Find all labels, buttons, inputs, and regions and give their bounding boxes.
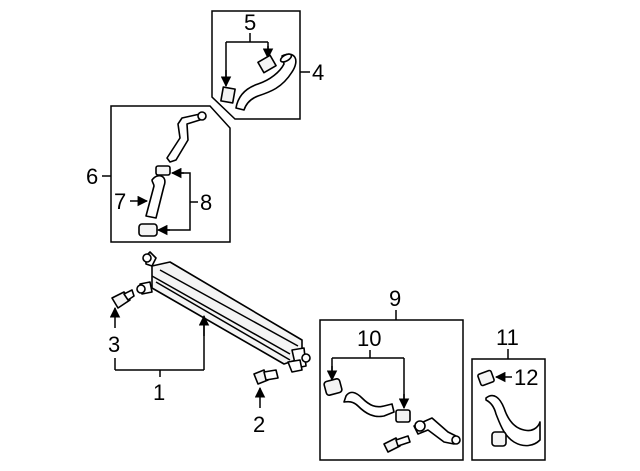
group-box-9 — [319, 319, 464, 461]
bolt-3: 3 — [108, 289, 135, 357]
bolt-2: 2 — [253, 369, 279, 437]
callout-2: 2 — [253, 412, 265, 437]
hose-11 — [485, 394, 541, 447]
group-hose-9: 9 10 — [319, 286, 464, 461]
clamp-8-bottom — [138, 223, 158, 237]
callout-4: 4 — [312, 60, 324, 85]
callout-9: 9 — [389, 286, 401, 311]
hose-4 — [235, 53, 297, 111]
leader-5 — [225, 33, 269, 80]
oil-cooler: 1 — [114, 251, 311, 405]
callout-5: 5 — [244, 10, 256, 35]
group-hose-11: 11 12 — [471, 325, 546, 461]
tube-upper — [166, 113, 204, 163]
callout-8: 8 — [200, 190, 212, 215]
callout-10: 10 — [357, 326, 381, 351]
callout-3: 3 — [108, 332, 120, 357]
clamp-8-top — [155, 165, 171, 176]
group-tube: 6 7 8 — [86, 105, 231, 243]
callout-11: 11 — [496, 325, 519, 350]
hose-7 — [145, 174, 166, 219]
clamp-12 — [477, 369, 495, 387]
clamp-10b — [395, 409, 411, 423]
group-box-6 — [110, 105, 231, 243]
callout-12: 12 — [514, 365, 538, 390]
clamp-5a — [257, 54, 277, 74]
callout-1: 1 — [153, 380, 165, 405]
callout-7: 7 — [114, 189, 126, 214]
group-box-4 — [211, 10, 301, 120]
clamp-10a — [323, 378, 343, 396]
clamp-5b — [220, 86, 236, 104]
leader-1 — [114, 318, 205, 377]
clamp-11 — [491, 431, 507, 447]
hose-9 — [343, 391, 395, 418]
group-hose-top: 5 4 — [211, 10, 324, 120]
callout-6: 6 — [86, 164, 98, 189]
